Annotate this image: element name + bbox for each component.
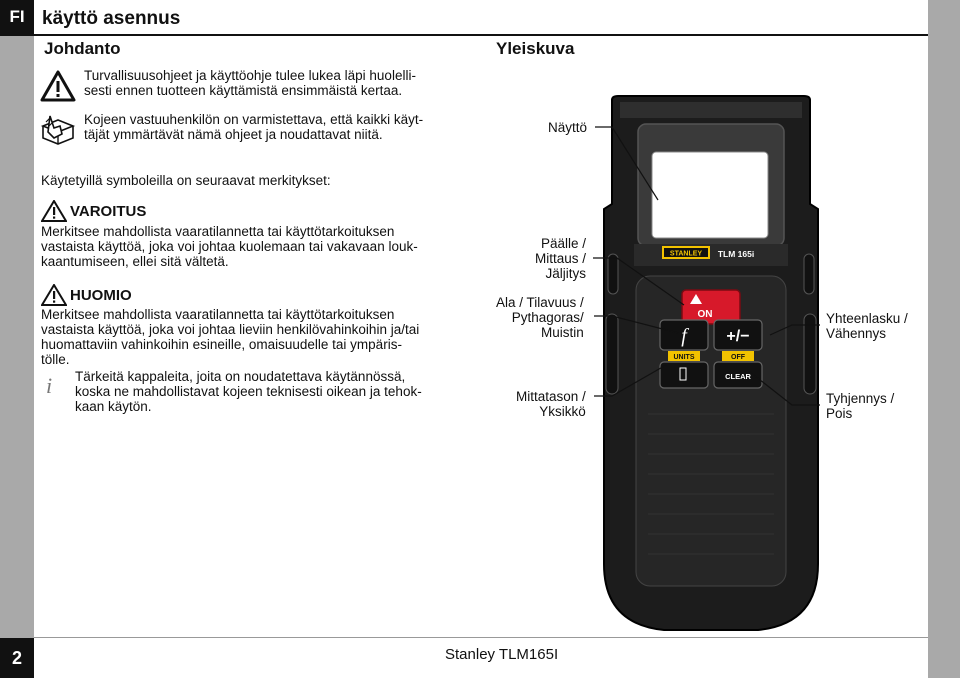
warning-text: Merkitsee mahdollista vaaratilannetta ta… xyxy=(41,224,418,269)
function-button-label: f xyxy=(681,325,689,347)
callout-on: Päälle / Mittaus / Jäljitys xyxy=(535,236,587,281)
off-label: OFF xyxy=(731,354,746,361)
brand-logo: STANLEY xyxy=(670,251,702,258)
function-button[interactable] xyxy=(659,319,709,351)
intro-heading: Johdanto xyxy=(44,39,121,58)
header-rule xyxy=(0,34,928,36)
warning-icon xyxy=(41,200,67,222)
info-text: Tärkeitä kappaleita, joita on noudatetta… xyxy=(75,369,422,414)
callout-display: Näyttö xyxy=(548,120,588,135)
caution-label: HUOMIO xyxy=(70,286,132,304)
info-icon: i xyxy=(46,373,53,398)
warning-heading: VAROITUS xyxy=(41,200,146,222)
left-margin-bar xyxy=(0,34,34,644)
section-title: käyttö asennus xyxy=(42,8,181,29)
symbols-intro: Käytetyillä symboleilla on seuraavat mer… xyxy=(41,173,331,188)
callout-clear: Tyhjennys / Pois xyxy=(826,391,895,421)
caution-icon xyxy=(41,284,67,306)
clear-label: CLEAR xyxy=(725,372,751,381)
plus-minus-button-label: +/− xyxy=(726,328,749,345)
caution-text: Merkitsee mahdollista vaaratilannetta ta… xyxy=(41,307,420,367)
callout-plus-minus: Yhteenlasku / Vähennys xyxy=(826,311,908,341)
page-number-tab: 2 xyxy=(0,638,34,678)
on-button-label: ON xyxy=(698,309,713,320)
caution-heading: HUOMIO xyxy=(41,284,132,306)
units-button[interactable] xyxy=(659,361,709,389)
intro-item-1-text: Turvallisuusohjeet ja käyttöohje tulee l… xyxy=(84,68,416,98)
callout-units: Mittatason / Yksikkö xyxy=(516,389,586,419)
overview-heading: Yleiskuva xyxy=(496,39,575,58)
plus-minus-button[interactable] xyxy=(713,319,763,351)
footer-model: Stanley TLM165I xyxy=(445,646,559,663)
warning-label: VAROITUS xyxy=(70,202,147,220)
hand-book-icon xyxy=(40,115,76,145)
language-code: FI xyxy=(9,7,25,26)
language-tab: FI xyxy=(0,0,34,34)
right-margin-bar xyxy=(928,0,960,678)
clear-off-button[interactable] xyxy=(713,361,763,389)
page-number: 2 xyxy=(11,647,22,668)
warning-triangle-icon xyxy=(40,70,76,102)
model-label: TLM 165i xyxy=(718,249,754,259)
units-label: UNITS xyxy=(674,354,695,361)
intro-item-2-text: Kojeen vastuuhenkilön on varmistettava, … xyxy=(84,112,424,142)
footer-rule xyxy=(34,637,928,638)
device-illustration: STANLEY TLM 165i ON f +/− UNITS OFF CLEA… xyxy=(603,95,819,631)
callout-function: Ala / Tilavuus / Pythagoras/ Muistin xyxy=(496,295,584,340)
